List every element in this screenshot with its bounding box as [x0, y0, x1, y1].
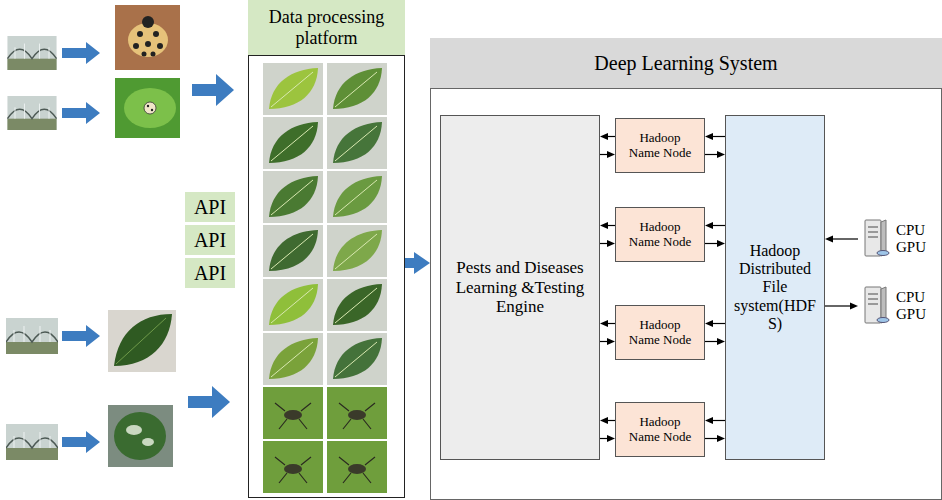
header-band: Deep Learning System [430, 38, 942, 88]
box-label: Hadoop Name Node [626, 415, 694, 445]
photo-ground [115, 5, 180, 70]
api-box: API [185, 225, 235, 255]
data-flow-arrow [825, 305, 850, 306]
name-node-box: Hadoop Name Node [615, 305, 705, 360]
box-label: API [194, 262, 226, 285]
data-flow-arrow [600, 438, 607, 439]
server-node: CPU GPU [858, 216, 938, 262]
leaf-sample [263, 279, 323, 331]
box-label: Hadoop Name Node [626, 220, 694, 250]
system-panel: Deep Learning SystemPests and Diseases L… [430, 38, 942, 500]
box-label: Pests and Diseases Learning &Testing Eng… [449, 258, 591, 317]
data-flow-arrow [608, 225, 615, 226]
upload-arrow [192, 74, 234, 106]
engine-box: Pests and Diseases Learning &Testing Eng… [440, 115, 600, 460]
photo-ground [108, 405, 173, 467]
data-flow-arrow [600, 154, 607, 155]
leaf-sample [327, 63, 387, 115]
platform-panel: Data processing platform [248, 0, 405, 498]
leaf-shape [124, 88, 176, 128]
name-node-box: Hadoop Name Node [615, 118, 705, 173]
greenhouse-photo [7, 36, 56, 70]
block-arrow [405, 258, 414, 268]
ladybug-body [128, 23, 168, 57]
panel-frame [248, 55, 405, 498]
leaf-rib [116, 318, 166, 364]
api-box: API [185, 192, 235, 222]
data-flow-arrow [705, 341, 717, 342]
header-band: Data processing platform [248, 0, 405, 55]
server-node: CPU GPU [858, 283, 938, 329]
leaf-sample [327, 225, 387, 277]
disease-patch [142, 438, 154, 446]
leaf-sample [263, 63, 323, 115]
data-flow-arrow [713, 420, 725, 421]
box-label: Hadoop Name Node [626, 131, 694, 161]
capture-arrow [62, 42, 100, 64]
leaf-photo [108, 310, 176, 372]
beetle [144, 102, 156, 114]
ladybug-head [142, 16, 154, 28]
data-flow-arrow [713, 323, 725, 324]
hdfs-box: Hadoop Distributed File system(HDF S) [725, 115, 825, 460]
greenhouse-photo [6, 318, 58, 354]
leaf-sample [327, 333, 387, 385]
leaf-photo [108, 405, 173, 467]
leaf-sample [263, 333, 323, 385]
leaf-sample [263, 225, 323, 277]
data-flow-arrow [608, 136, 615, 137]
leaf-shape [114, 412, 166, 460]
leaf-beetle-photo [115, 78, 180, 138]
panel-heading: Deep Learning System [594, 52, 777, 75]
beetle-spot [147, 105, 149, 107]
data-flow-arrow [705, 154, 717, 155]
leaf-sample [263, 117, 323, 169]
ladybug-spots [133, 31, 163, 57]
insect-sample [327, 387, 387, 439]
box-label: API [194, 229, 226, 252]
data-flow-arrow [705, 438, 717, 439]
insect-sample [263, 441, 323, 493]
box-label: CPU GPU [896, 289, 936, 324]
leaf-sample [327, 279, 387, 331]
greenhouse-photo [7, 96, 56, 130]
box-label: Hadoop Distributed File system(HDF S) [732, 242, 818, 334]
greenhouse-photo [6, 424, 58, 460]
box-label: CPU GPU [896, 222, 936, 257]
capture-arrow [62, 431, 100, 453]
data-flow-arrow [608, 420, 615, 421]
leaf-sample [327, 171, 387, 223]
photo-ground [115, 78, 180, 138]
beetle-spot [151, 109, 153, 111]
disease-patch [126, 425, 142, 435]
server-icon [865, 287, 889, 323]
photo-ground [108, 310, 176, 372]
server-icon [865, 220, 889, 256]
api-box: API [185, 258, 235, 288]
insect-sample [327, 441, 387, 493]
leaf-shape [114, 314, 172, 366]
name-node-box: Hadoop Name Node [615, 207, 705, 262]
panel-heading: Data processing platform [254, 7, 399, 48]
capture-arrow [62, 325, 100, 347]
insect-sample [263, 387, 323, 439]
upload-arrow [188, 386, 230, 418]
box-label: Hadoop Name Node [626, 318, 694, 348]
ladybug-photo [115, 5, 180, 70]
data-flow-arrow [713, 136, 725, 137]
data-flow-arrow [713, 225, 725, 226]
box-label: API [194, 196, 226, 219]
data-flow-arrow [705, 243, 717, 244]
data-flow-arrow [833, 238, 858, 239]
capture-arrow [62, 102, 100, 124]
name-node-box: Hadoop Name Node [615, 402, 705, 457]
data-flow-arrow [600, 243, 607, 244]
leaf-sample [327, 117, 387, 169]
data-flow-arrow [600, 341, 607, 342]
leaf-sample [263, 171, 323, 223]
data-flow-arrow [608, 323, 615, 324]
leaf-sample-grid [263, 63, 387, 493]
